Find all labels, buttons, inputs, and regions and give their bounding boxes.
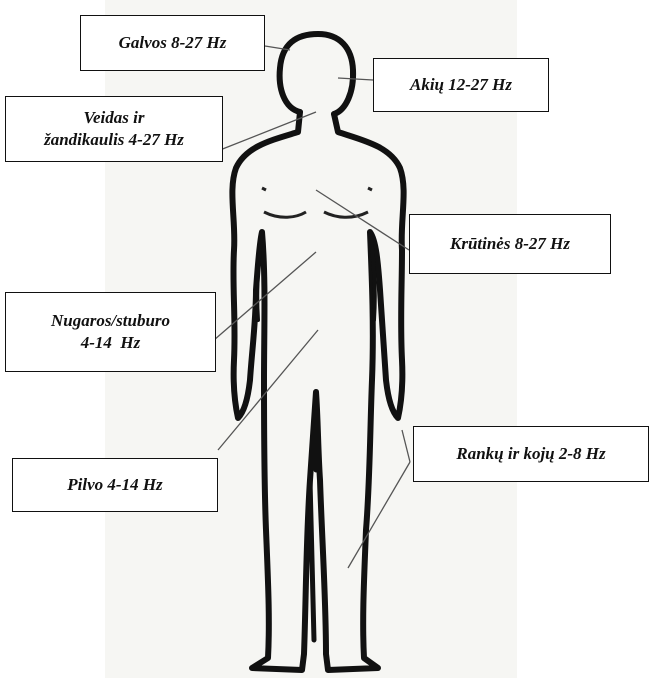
label-back-spine-line2: 4-14 Hz: [81, 332, 141, 354]
label-face-jaw: Veidas ir žandikaulis 4-27 Hz: [5, 96, 223, 162]
label-limbs: Rankų ir kojų 2-8 Hz: [413, 426, 649, 482]
label-head: Galvos 8-27 Hz: [80, 15, 265, 71]
label-chest: Krūtinės 8-27 Hz: [409, 214, 611, 274]
label-abdomen: Pilvo 4-14 Hz: [12, 458, 218, 512]
label-face-jaw-line2: žandikaulis 4-27 Hz: [44, 129, 184, 151]
label-back-spine: Nugaros/stuburo 4-14 Hz: [5, 292, 216, 372]
label-back-spine-line1: Nugaros/stuburo: [51, 310, 170, 332]
label-face-jaw-line1: Veidas ir: [84, 107, 145, 129]
label-eyes: Akių 12-27 Hz: [373, 58, 549, 112]
